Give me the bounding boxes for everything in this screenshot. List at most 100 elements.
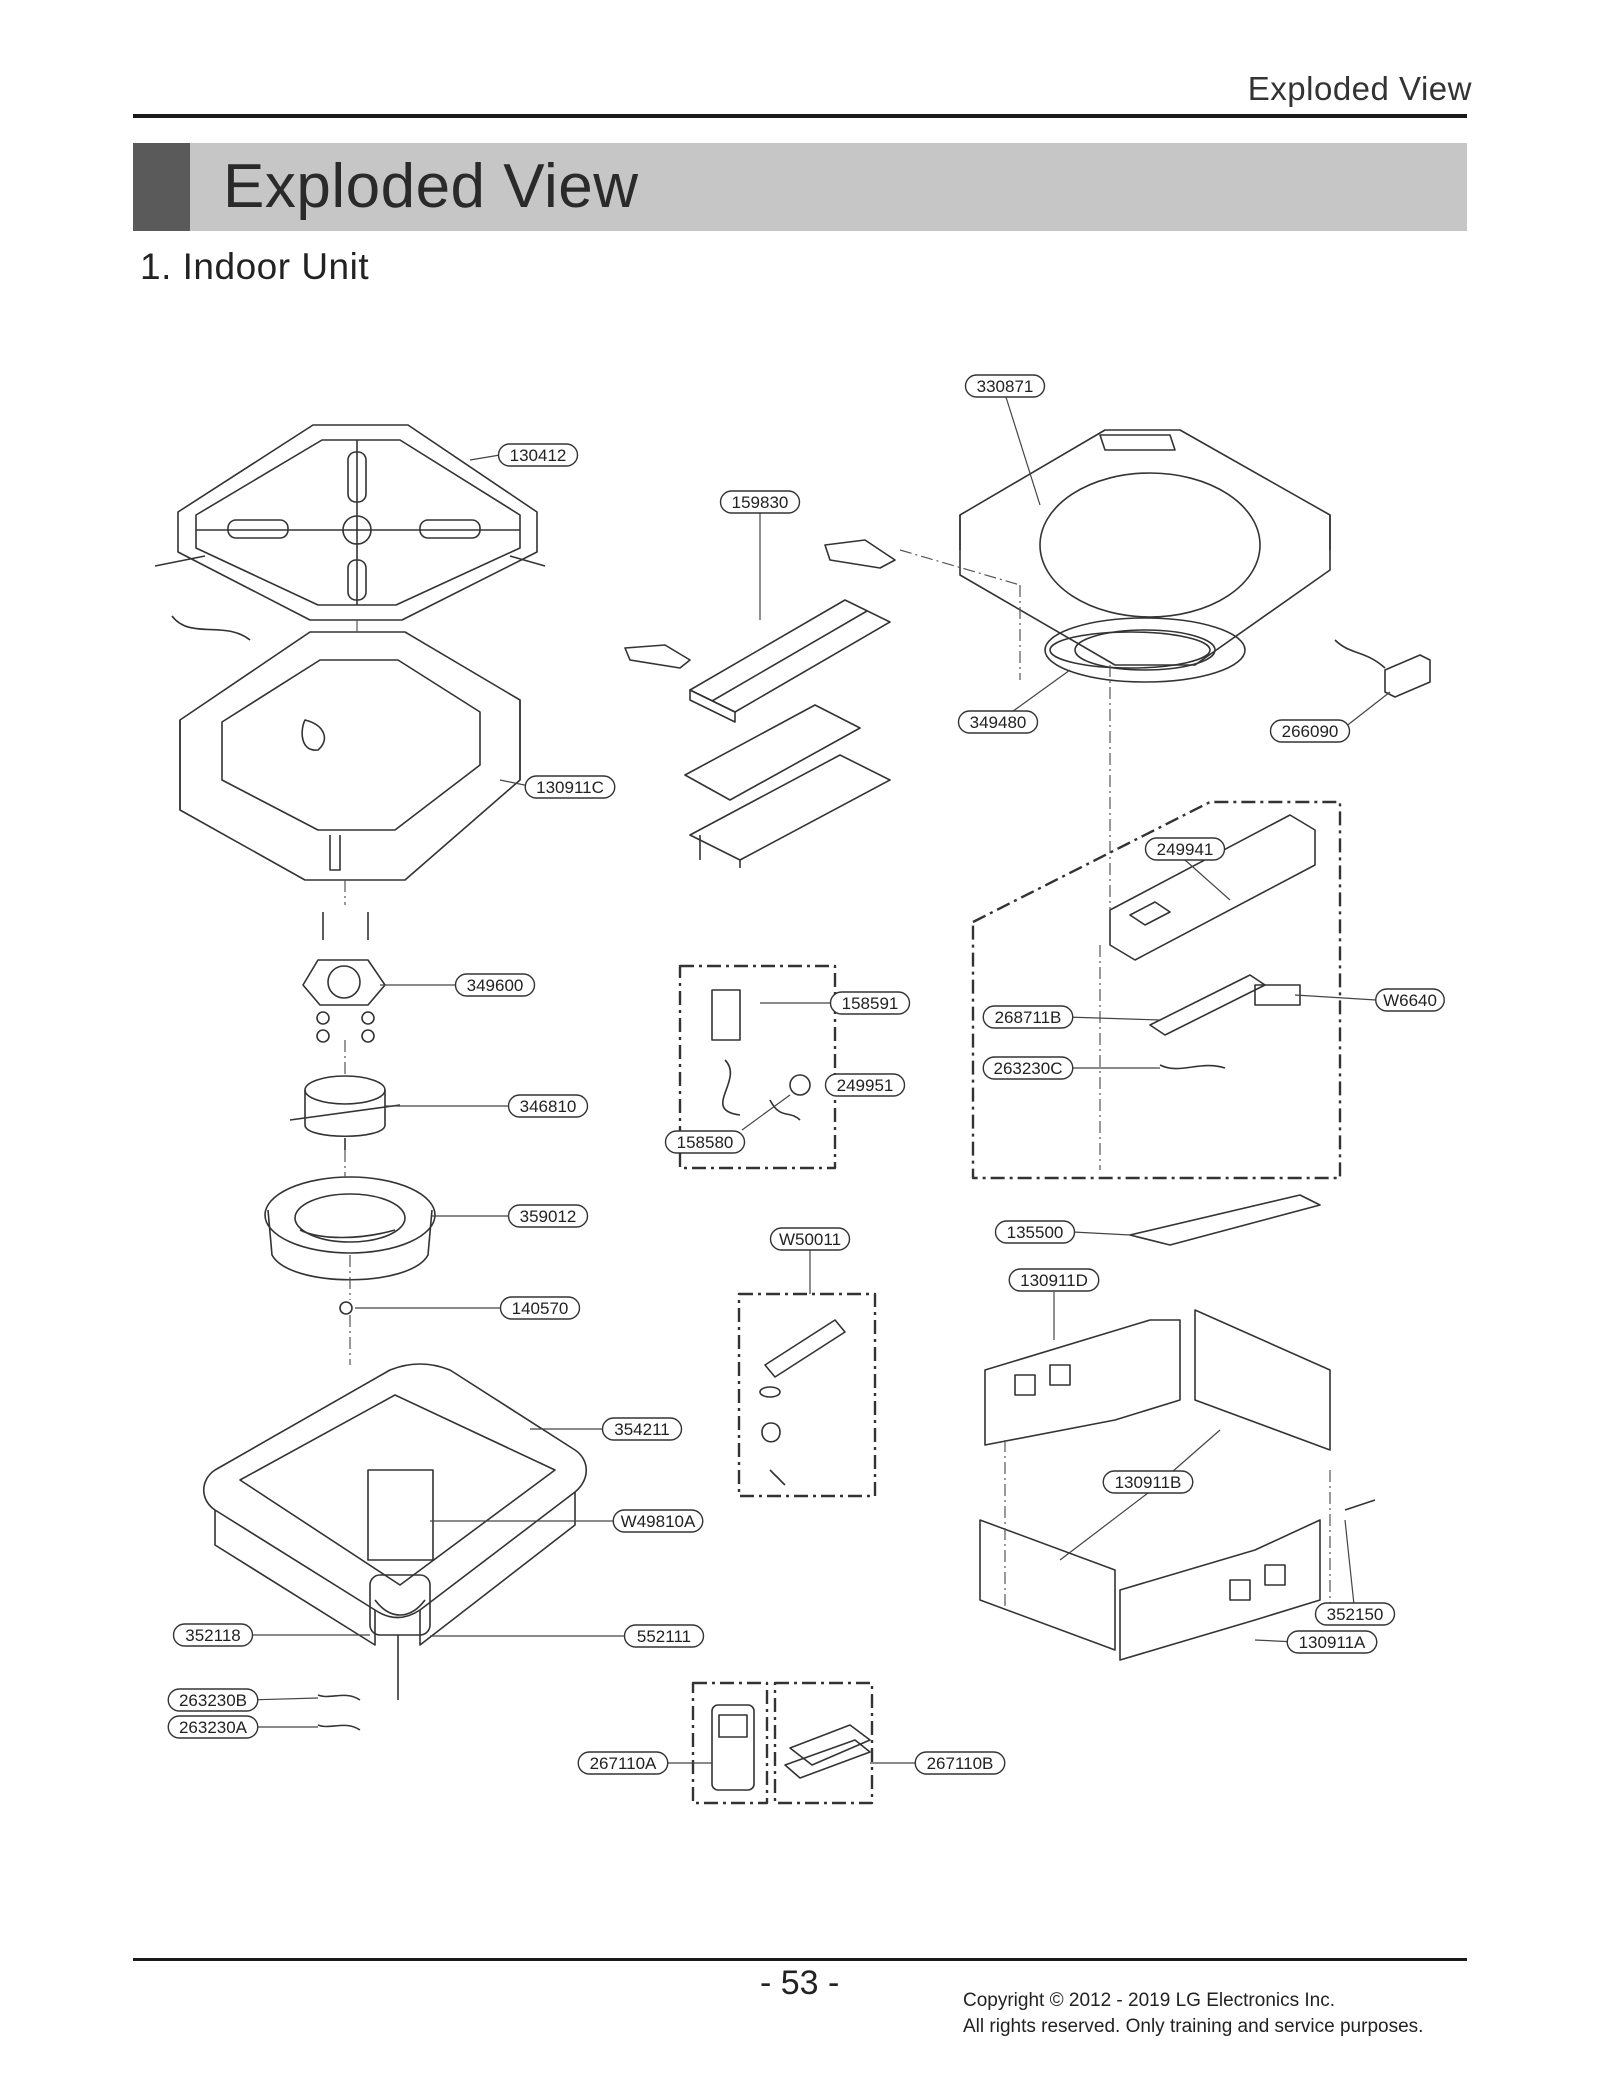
callout-label: 346810 (520, 1097, 577, 1116)
callout-bubble (964, 374, 1046, 398)
callout-label: 158591 (842, 994, 899, 1013)
part-callout-267110b: 267110B (914, 1751, 1006, 1775)
drain-hose-kit-box (737, 1292, 877, 1498)
part-callout-w50011: W50011 (769, 1227, 851, 1251)
callout-bubble (1102, 1470, 1194, 1494)
callout-label: 268711B (995, 1008, 1062, 1027)
callout-bubble (612, 1509, 704, 1533)
page-number: - 53 - (760, 1964, 840, 2002)
callout-bubble (499, 1296, 581, 1320)
part-callout-330871: 330871 (964, 374, 1046, 398)
part-callout-352118: 352118 (172, 1623, 254, 1647)
part-callout-354211: 354211 (601, 1417, 683, 1441)
part-callout-130911c: 130911C (524, 775, 616, 799)
callout-bubble (957, 710, 1039, 734)
part-callout-130911b: 130911B (1102, 1470, 1194, 1494)
piping-assembly-part (369, 1574, 431, 1700)
part-callout-249951: 249951 (824, 1073, 906, 1097)
part-callout-268711b: 268711B (982, 1005, 1074, 1029)
callout-bubble (829, 991, 911, 1015)
callout-label: 159830 (732, 493, 789, 512)
callout-bubble (167, 1688, 259, 1712)
bottom-rule (133, 1958, 1467, 1961)
callout-label: 140570 (512, 1299, 569, 1318)
part-callout-359012: 359012 (507, 1204, 589, 1228)
part-callout-349600: 349600 (454, 973, 536, 997)
part-callout-552111: 552111 (623, 1624, 705, 1648)
callout-label: 349480 (970, 713, 1027, 732)
part-callout-346810: 346810 (507, 1094, 589, 1118)
title-band: Exploded View (133, 143, 1467, 231)
bell-mouth-part (1044, 617, 1246, 683)
callout-bubble (1144, 837, 1226, 861)
drain-hose-kit-part (759, 1319, 846, 1486)
part-callout-135500: 135500 (994, 1220, 1076, 1244)
part-callout-158591: 158591 (829, 991, 911, 1015)
callout-label: 359012 (520, 1207, 577, 1226)
part-callout-158580: 158580 (664, 1130, 746, 1154)
callout-label: 130911C (536, 778, 604, 797)
part-callout-140570: 140570 (499, 1296, 581, 1320)
callout-bubble (454, 973, 536, 997)
callout-bubble (1008, 1268, 1100, 1292)
copyright-notice: Copyright © 2012 - 2019 LG Electronics I… (963, 1988, 1423, 2040)
part-callout-249941: 249941 (1144, 837, 1226, 861)
callout-label: 552111 (637, 1627, 691, 1646)
copyright-line-2: All rights reserved. Only training and s… (963, 2016, 1424, 2037)
callout-label: 349600 (467, 976, 524, 995)
part-callouts: 330871 130412 159830 349480 266090 130911C 249… (167, 374, 1445, 1775)
page-title: Exploded View (223, 152, 639, 221)
callout-bubble (497, 443, 579, 467)
support-bar-part (1129, 1194, 1321, 1246)
part-callout-266090: 266090 (1269, 719, 1351, 743)
callout-label: W49810A (621, 1512, 696, 1531)
callout-label: 354211 (614, 1420, 669, 1439)
part-callout-263230b: 263230B (167, 1688, 259, 1712)
control-box-part (1109, 814, 1316, 1070)
part-callout-267110a: 267110A (577, 1751, 669, 1775)
part-callout-130412: 130412 (497, 443, 579, 467)
remote-controller-part (711, 1704, 871, 1791)
float-kit-box (678, 964, 837, 1170)
callout-bubble (664, 1130, 746, 1154)
top-rule (133, 114, 1467, 118)
side-panel-part (979, 1309, 1376, 1661)
callout-label: 135500 (1007, 1223, 1064, 1242)
callout-bubble (623, 1624, 705, 1648)
remote-a-box (691, 1681, 769, 1805)
callout-label: 263230C (993, 1059, 1062, 1078)
part-callout-130911d: 130911D (1008, 1268, 1100, 1292)
callout-label: 158580 (677, 1133, 734, 1152)
control-box-group (971, 800, 1342, 1180)
callout-label: 267110B (927, 1754, 994, 1773)
callout-label: 352118 (185, 1626, 240, 1645)
callout-bubble (1314, 1602, 1396, 1626)
top-plate-part (154, 424, 546, 621)
copyright-line-1: Copyright © 2012 - 2019 LG Electronics I… (963, 1990, 1336, 2011)
callout-bubble (824, 1073, 906, 1097)
callout-label: W6640 (1383, 991, 1437, 1010)
callout-label: 130412 (510, 446, 567, 465)
callout-label: 249941 (1157, 840, 1214, 859)
callout-label: W50011 (779, 1230, 841, 1249)
callout-bubble (1375, 988, 1445, 1012)
callout-bubble (914, 1751, 1006, 1775)
callout-bubble (1269, 719, 1351, 743)
callout-label: 263230A (179, 1718, 248, 1737)
callout-label: 330871 (977, 377, 1034, 396)
electrical-part (1334, 639, 1431, 698)
part-callout-349480: 349480 (957, 710, 1039, 734)
title-accent-block (133, 143, 190, 231)
part-callout-159830: 159830 (719, 490, 801, 514)
part-callout-263230c: 263230C (982, 1056, 1074, 1080)
part-callout-263230a: 263230A (167, 1715, 259, 1739)
callout-bubble (524, 775, 616, 799)
callout-bubble (601, 1417, 683, 1441)
filter-frame-part (624, 539, 896, 868)
callout-label: 267110A (590, 1754, 657, 1773)
part-callout-w6640: W6640 (1375, 988, 1445, 1012)
cabinet-frame-part (959, 429, 1331, 669)
callout-label: 130911B (1115, 1473, 1182, 1492)
running-head: Exploded View (1247, 70, 1472, 107)
